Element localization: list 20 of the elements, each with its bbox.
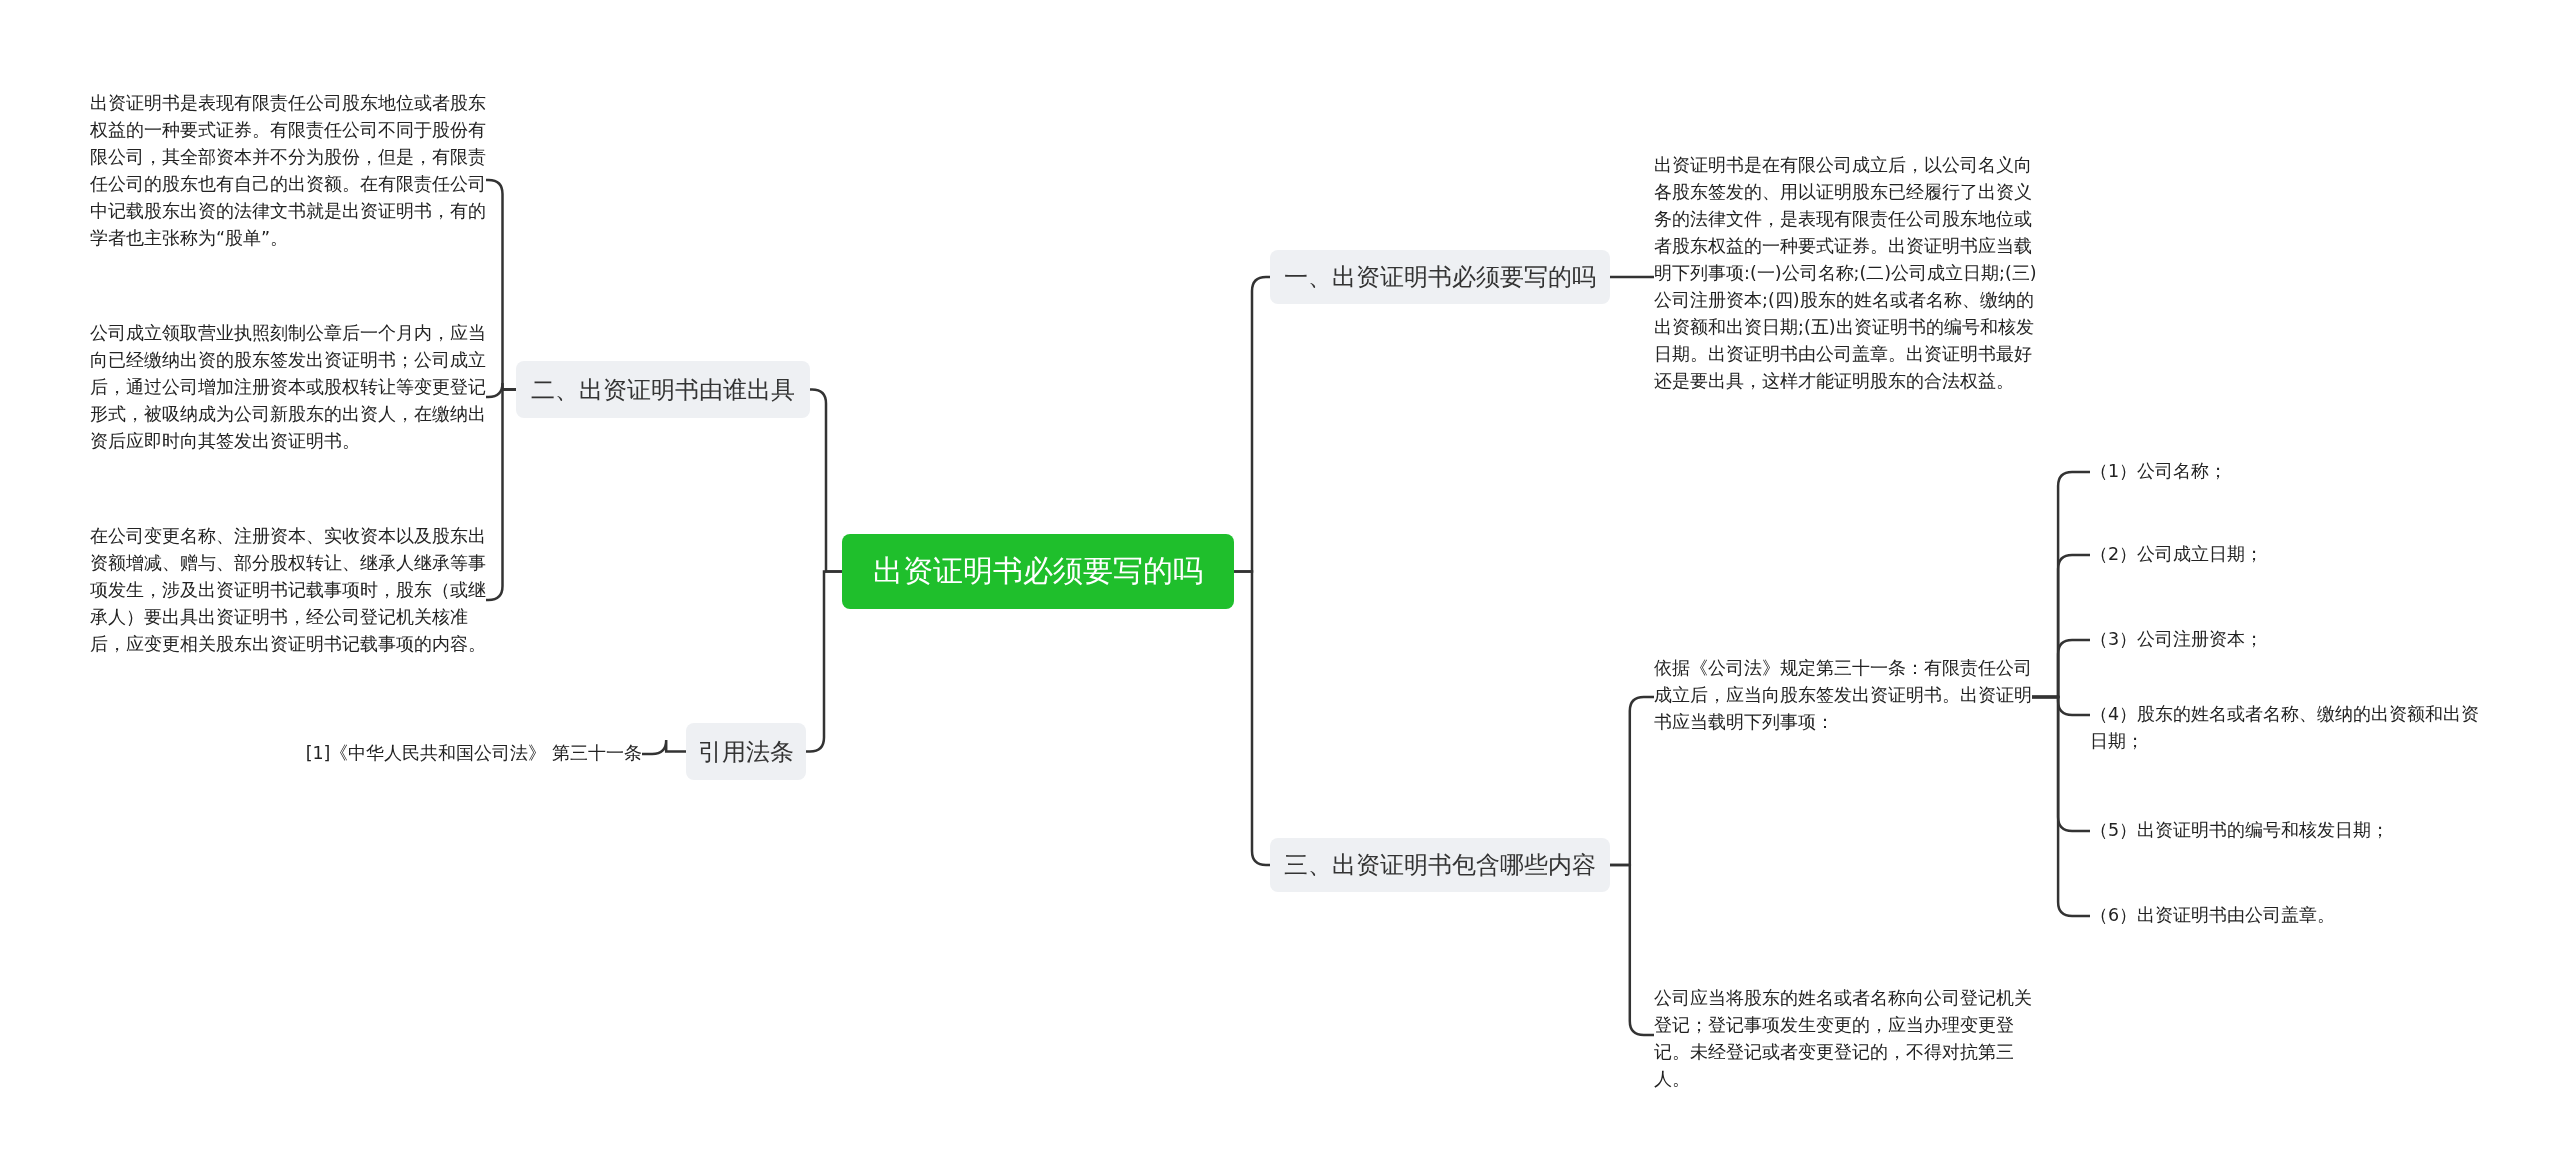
topic-box: 三、出资证明书包含哪些内容 [1270, 838, 1610, 892]
note-text: （1）公司名称； [2090, 458, 2510, 485]
note-text: （2）公司成立日期； [2090, 541, 2510, 568]
note-text: 出资证明书是表现有限责任公司股东地位或者股东权益的一种要式证券。有限责任公司不同于股份有限公司，其全部资本并不分为股份，但是，有限责任公司的股东也有自己的出资额。在有限责任公司中记载股东出资的法律文书就是出资证明书，有的学者也主张称为“股单”。 [90, 90, 490, 252]
note-text: 公司应当将股东的姓名或者名称向公司登记机关登记；登记事项发生变更的，应当办理变更登记。未经登记或者变更登记的，不得对抗第三人。 [1654, 985, 2046, 1093]
central-topic-box: 出资证明书必须要写的吗 [842, 534, 1234, 609]
note-text: （3）公司注册资本； [2090, 626, 2510, 653]
note-text: 公司成立领取营业执照刻制公章后一个月内，应当向已经缴纳出资的股东签发出资证明书；公司成立后，通过公司增加注册资本或股权转让等变更登记形式，被吸纳成为公司新股东的出资人，在缴纳出资后应即时向其签发出资证明书。 [90, 320, 490, 455]
note-text: 在公司变更名称、注册资本、实收资本以及股东出资额增减、赠与、部分股权转让、继承人继承等事项发生，涉及出资证明书记载事项时，股东（或继承人）要出具出资证明书，经公司登记机关核准后，应变更相关股东出资证明书记载事项的内容。 [90, 523, 490, 658]
note-text: （6）出资证明书由公司盖章。 [2090, 902, 2510, 929]
connector-line [642, 738, 686, 756]
topic-box: 一、出资证明书必须要写的吗 [1270, 250, 1610, 304]
note-text: 依据《公司法》规定第三十一条：有限责任公司成立后，应当向股东签发出资证明书。出资证明书应当载明下列事项： [1654, 655, 2046, 736]
topic-box: 引用法条 [686, 723, 806, 780]
note-text: [1]《中华人民共和国公司法》 第三十一条 [270, 740, 642, 767]
connector-line [1610, 275, 1654, 279]
note-text: （5）出资证明书的编号和核发日期； [2090, 817, 2510, 844]
note-text: 出资证明书是在有限公司成立后，以公司名义向各股东签发的、用以证明股东已经履行了出资义务的法律文件，是表现有限责任公司股东地位或者股东权益的一种要式证券。出资证明书应当载明下列事项:(一)公司名称;(二)公司成立日期;(三)公司注册资本;(四)股东的姓名或者名称、缴纳的出资额和出资日期;(五)出资证明书的编号和核发日期。出资证明书由公司盖章。出资证明书最好还是要出具，这样才能证明股东的合法权益。 [1654, 152, 2046, 395]
topic-box: 二、出资证明书由谁出具 [516, 361, 810, 418]
note-text: （4）股东的姓名或者名称、缴纳的出资额和出资日期； [2090, 701, 2490, 755]
